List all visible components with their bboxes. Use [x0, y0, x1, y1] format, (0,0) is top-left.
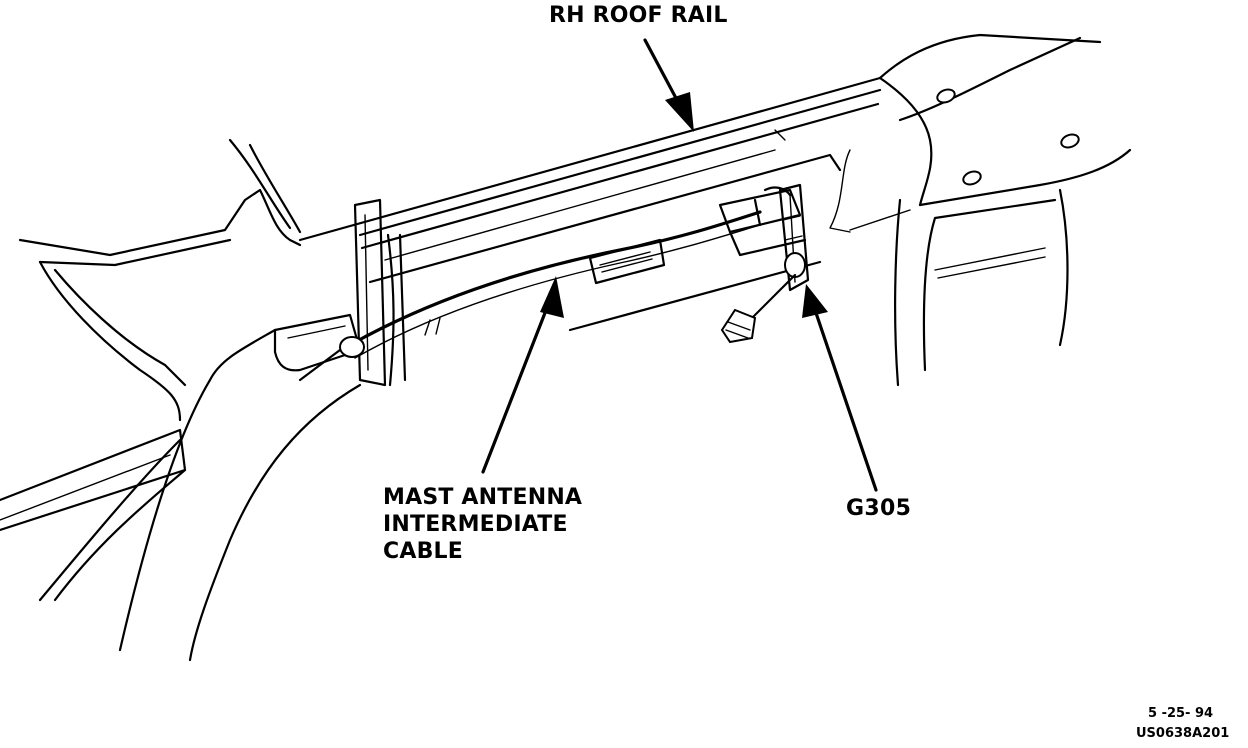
ground-connector-assembly: [718, 183, 810, 292]
mast-antenna-callout-line1: MAST ANTENNA: [383, 485, 583, 510]
roof-rail-callout: RH ROOF RAIL: [549, 3, 728, 28]
g305-callout: G305: [846, 496, 912, 521]
roof-rail: [358, 88, 911, 332]
figure-date: 5 -25- 94: [1148, 706, 1214, 721]
mast-antenna-callout-line3: CABLE: [383, 539, 463, 564]
cable-clip-bracket: [273, 198, 407, 387]
figure-code: US0638A201: [1136, 726, 1230, 741]
panel-mounting-holes: [936, 88, 1080, 186]
roof-rail-arrow: [643, 38, 694, 132]
roof-panel-outline: [298, 33, 1132, 387]
door-frame-outline: [0, 138, 362, 662]
mast-antenna-callout: MAST ANTENNA INTERMEDIATE CABLE: [383, 484, 582, 565]
ground-screw: [720, 273, 797, 344]
mast-antenna-cable: [298, 210, 762, 382]
g305-arrow: [802, 284, 878, 492]
mast-antenna-callout-line2: INTERMEDIATE: [383, 512, 568, 537]
cable-label-plate: [588, 238, 666, 285]
cable-arrow: [481, 276, 564, 474]
